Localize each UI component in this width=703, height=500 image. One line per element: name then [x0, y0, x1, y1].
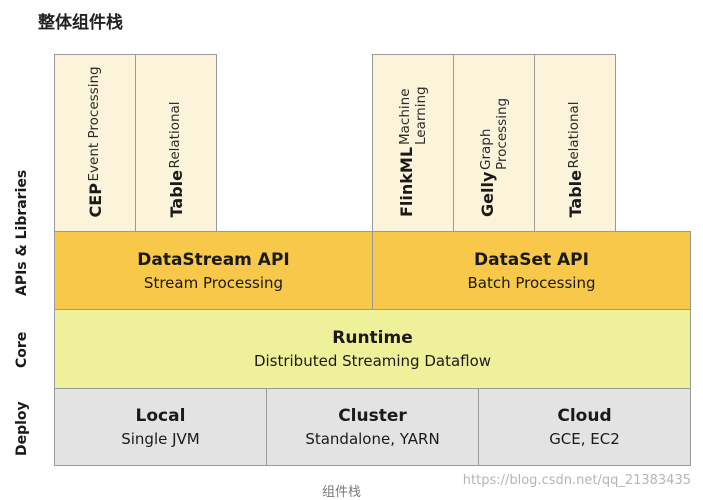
library-cep: CEP Event Processing [54, 54, 136, 232]
library-name: Table [565, 169, 585, 217]
deploy-subtitle: Single JVM [121, 430, 200, 448]
library-name: FlinkML [397, 146, 416, 217]
dataset-api-box: DataSet API Batch Processing [372, 231, 691, 310]
library-name: CEP [85, 182, 105, 217]
core-subtitle: Distributed Streaming Dataflow [253, 352, 492, 370]
page-title: 整体组件栈 [38, 13, 123, 33]
library-subtitle: Relational [166, 100, 183, 168]
layer-label-core: Core [14, 331, 30, 368]
deploy-local-box: Local Single JVM [54, 388, 267, 466]
library-name: Table [166, 169, 186, 217]
library-subtitle: Machine Learning [397, 86, 429, 145]
library-name: Gelly [478, 171, 497, 217]
deploy-subtitle: Standalone, YARN [305, 430, 440, 448]
library-flinkml: FlinkML Machine Learning [372, 54, 454, 232]
api-subtitle: Stream Processing [143, 273, 284, 292]
library-subtitle: Relational [565, 100, 582, 168]
library-table-stream: Table Relational [135, 54, 217, 232]
deploy-name: Cloud [557, 406, 612, 426]
api-name: DataStream API [137, 249, 290, 270]
library-table-batch: Table Relational [534, 54, 616, 232]
watermark: https://blog.csdn.net/qq_21383435 [462, 473, 691, 488]
figure-caption: 组件栈 [321, 485, 361, 500]
api-subtitle: Batch Processing [467, 273, 596, 292]
deploy-cloud-box: Cloud GCE, EC2 [478, 388, 691, 466]
library-gelly: Gelly Graph Processing [453, 54, 535, 232]
datastream-api-box: DataStream API Stream Processing [54, 231, 373, 310]
layer-label-deploy: Deploy [14, 401, 30, 456]
core-name: Runtime [332, 328, 413, 348]
deploy-name: Local [135, 406, 186, 426]
api-name: DataSet API [474, 249, 589, 270]
runtime-box: Runtime Distributed Streaming Dataflow [54, 309, 691, 389]
deploy-cluster-box: Cluster Standalone, YARN [266, 388, 479, 466]
deploy-subtitle: GCE, EC2 [549, 430, 620, 448]
deploy-name: Cluster [338, 406, 407, 426]
library-subtitle: Graph Processing [478, 97, 510, 170]
layer-label-apis: APIs & Libraries [14, 169, 30, 296]
library-subtitle: Event Processing [85, 65, 102, 181]
